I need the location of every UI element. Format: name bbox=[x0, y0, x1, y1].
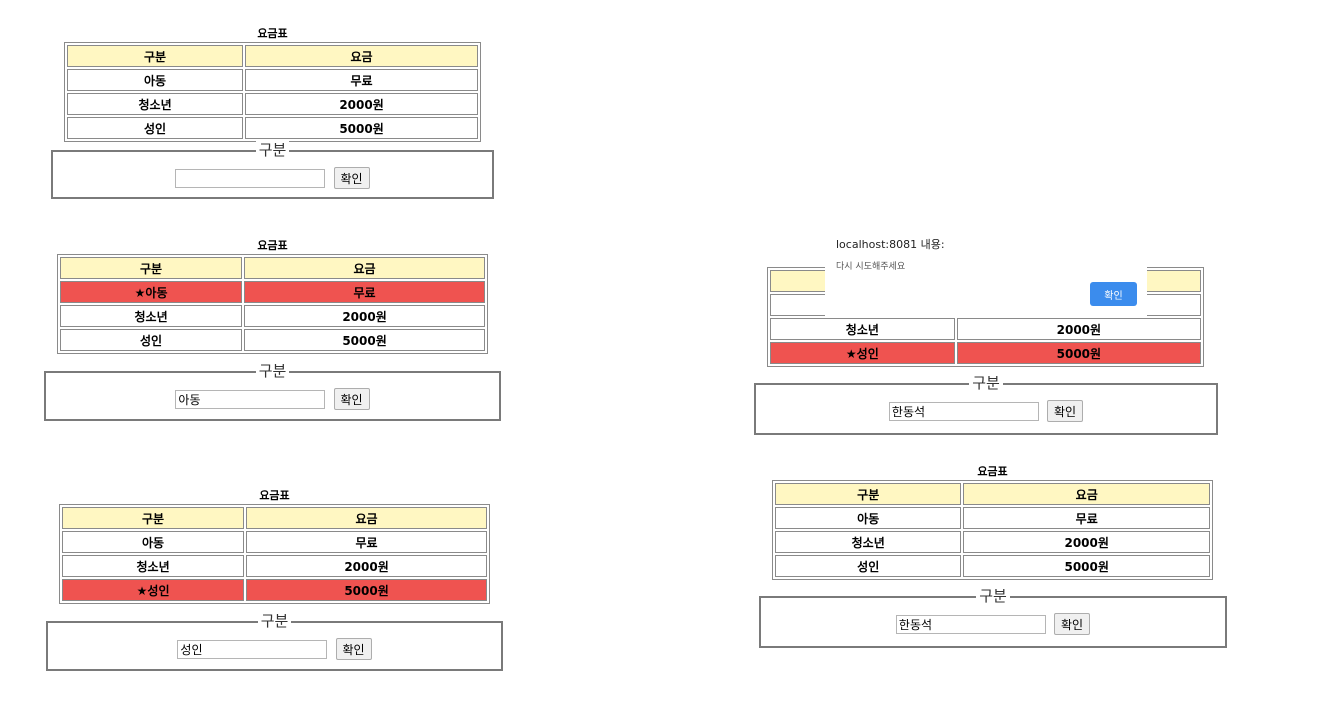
dialog-title: localhost:8081 내용: bbox=[836, 238, 945, 251]
row-category: 청소년 bbox=[60, 305, 243, 327]
row-category-highlighted: ★성인 bbox=[770, 342, 955, 364]
row-category: 아동 bbox=[775, 507, 962, 529]
table-caption: 요금표 bbox=[977, 465, 1008, 478]
header-category: 구분 bbox=[62, 507, 245, 529]
confirm-button[interactable]: 확인 bbox=[1047, 400, 1084, 422]
category-input[interactable] bbox=[175, 168, 326, 188]
row-fee: 2000원 bbox=[246, 555, 487, 577]
row-fee: 무료 bbox=[963, 507, 1210, 529]
confirm-button[interactable]: 확인 bbox=[335, 638, 372, 660]
alert-dialog: localhost:8081 내용: 다시 시도해주세요 확인 bbox=[825, 228, 1147, 316]
fieldset-legend: 구분 bbox=[255, 141, 290, 159]
category-fieldset-3: 구분 확인 bbox=[46, 612, 503, 671]
row-category: 아동 bbox=[62, 531, 245, 553]
row-category: 청소년 bbox=[67, 93, 244, 115]
row-fee: 2000원 bbox=[245, 93, 478, 115]
header-category: 구분 bbox=[67, 45, 244, 67]
row-category: 청소년 bbox=[770, 318, 955, 340]
header-category: 구분 bbox=[60, 257, 243, 279]
row-fee: 무료 bbox=[246, 531, 487, 553]
row-fee-highlighted: 5000원 bbox=[246, 579, 487, 601]
category-input[interactable] bbox=[175, 389, 326, 409]
row-fee: 5000원 bbox=[245, 117, 478, 139]
row-fee: 무료 bbox=[245, 69, 478, 91]
category-input[interactable] bbox=[895, 614, 1046, 634]
row-category: 청소년 bbox=[775, 531, 962, 553]
confirm-button[interactable]: 확인 bbox=[333, 388, 370, 410]
row-category: 아동 bbox=[67, 69, 244, 91]
fieldset-legend: 구분 bbox=[255, 362, 290, 380]
row-category: 성인 bbox=[67, 117, 244, 139]
row-category: 성인 bbox=[775, 555, 962, 577]
table-caption: 요금표 bbox=[257, 27, 288, 40]
row-fee: 2000원 bbox=[963, 531, 1210, 553]
fieldset-legend: 구분 bbox=[969, 374, 1003, 392]
header-fee: 요금 bbox=[244, 257, 485, 279]
row-fee: 2000원 bbox=[244, 305, 485, 327]
category-fieldset-2: 구분 확인 bbox=[44, 362, 501, 421]
row-category-highlighted: ★성인 bbox=[62, 579, 245, 601]
row-category-highlighted: ★아동 bbox=[60, 281, 243, 303]
row-category: 청소년 bbox=[62, 555, 245, 577]
fieldset-legend: 구분 bbox=[976, 587, 1010, 605]
table-caption: 요금표 bbox=[259, 489, 290, 502]
confirm-button[interactable]: 확인 bbox=[1054, 613, 1091, 635]
row-category: 성인 bbox=[60, 329, 243, 351]
row-fee: 5000원 bbox=[963, 555, 1210, 577]
header-category: 구분 bbox=[775, 483, 962, 505]
category-fieldset-5: 구분 확인 bbox=[759, 587, 1227, 648]
row-fee-highlighted: 무료 bbox=[244, 281, 485, 303]
row-fee: 2000원 bbox=[956, 318, 1201, 340]
category-input[interactable] bbox=[177, 639, 328, 659]
fieldset-legend: 구분 bbox=[257, 612, 292, 630]
header-fee: 요금 bbox=[246, 507, 487, 529]
header-fee: 요금 bbox=[245, 45, 478, 67]
dialog-ok-button[interactable]: 확인 bbox=[1090, 282, 1137, 306]
category-fieldset-4: 구분 확인 bbox=[754, 374, 1218, 435]
dialog-message: 다시 시도해주세요 bbox=[836, 262, 906, 272]
table-caption: 요금표 bbox=[257, 239, 288, 252]
category-fieldset-1: 구분 확인 bbox=[51, 141, 494, 199]
row-fee-highlighted: 5000원 bbox=[956, 342, 1201, 364]
category-input[interactable] bbox=[888, 401, 1039, 421]
row-fee: 5000원 bbox=[244, 329, 485, 351]
confirm-button[interactable]: 확인 bbox=[333, 167, 370, 189]
header-fee: 요금 bbox=[963, 483, 1210, 505]
